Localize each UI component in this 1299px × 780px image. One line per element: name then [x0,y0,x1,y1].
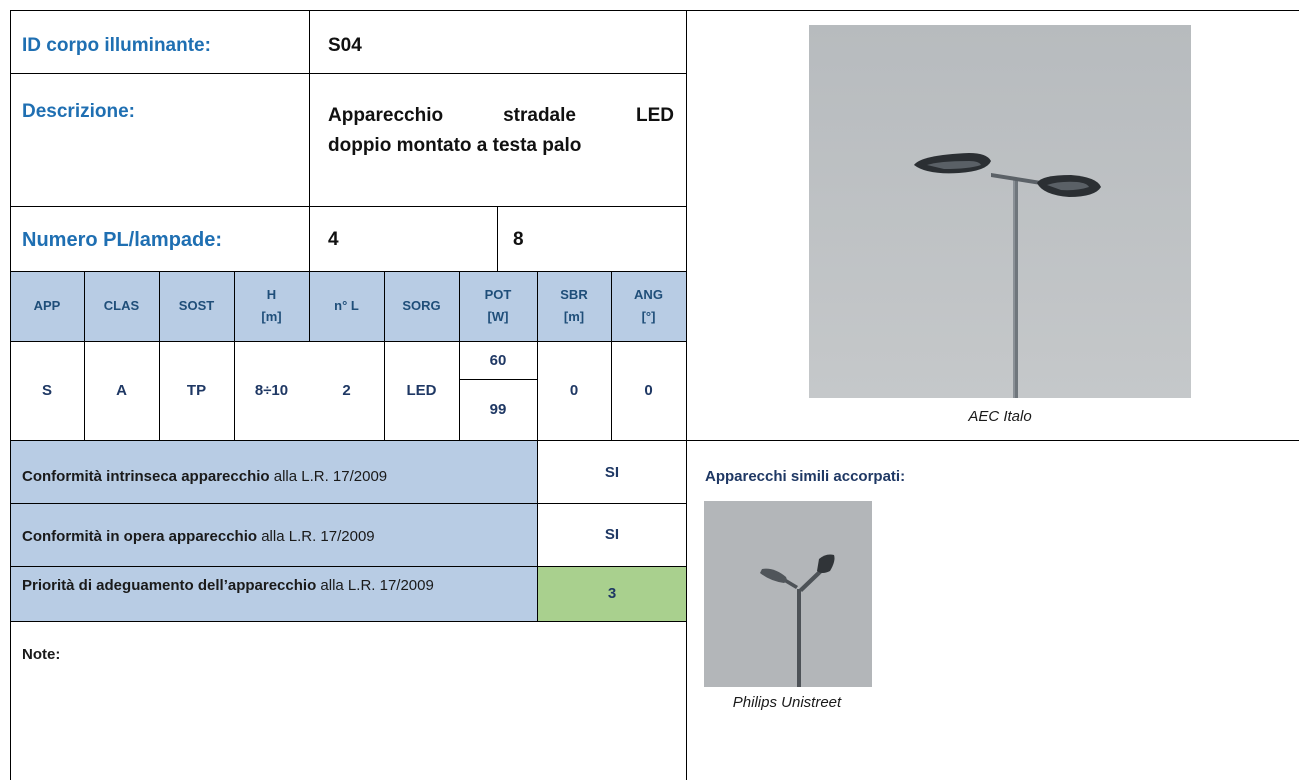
grid-line [10,341,686,342]
value-sost: TP [186,382,207,399]
value-ang: 0 [644,382,653,399]
value-clas: A [116,382,127,399]
header-sbr: SBR[m] [560,287,588,324]
numero-label: Numero PL/lampade: [22,229,223,251]
header-sost: SOST [178,298,215,313]
grid-line [459,271,460,441]
priorita-adeguamento-value: 3 [607,585,617,602]
description-label: Descrizione: [22,101,135,122]
grid-line [159,271,160,441]
main-lamp-photo-svg [809,25,1191,398]
numero-pl-value: 4 [328,229,339,250]
conformity-label-background [10,441,537,621]
grid-line [10,503,686,504]
description-line-2: doppio montato a testa palo [328,135,582,156]
value-pot-2: 99 [489,401,507,418]
description-line-1: Apparecchio stradale LED [328,105,674,126]
grid-line [10,271,686,272]
header-row-background [10,271,686,341]
grid-line [10,10,11,780]
grid-line [686,10,687,780]
header-app: APP [33,298,61,313]
id-label: ID corpo illuminante: [22,35,211,56]
similar-lamp-photo [704,501,872,687]
header-ang: ANG[°] [634,287,663,324]
numero-lampade-value: 8 [513,229,524,250]
grid-line [611,271,612,441]
grid-line [234,271,235,441]
grid-line [84,271,85,441]
conformita-opera-value: SI [604,526,620,543]
value-nl: 2 [342,382,351,399]
value-sbr: 0 [569,382,579,399]
header-clas: CLAS [103,298,140,313]
header-pot: POT[W] [484,287,512,324]
header-sorg: SORG [402,298,441,313]
similar-lamp-photo-svg [704,501,872,687]
description-value: Apparecchio stradale LED doppio montato … [328,101,674,161]
grid-line [384,271,385,441]
id-value: S04 [328,35,362,56]
grid-line [497,206,498,271]
value-h: 8÷10 [254,382,289,399]
grid-line [10,440,1299,441]
main-photo-caption: AEC Italo [968,408,1032,425]
header-nl: n° L [334,298,359,313]
value-sorg: LED [406,382,437,399]
grid-line [10,566,686,567]
priorita-adeguamento-label: Priorità di adeguamento dell’apparecchio… [22,577,434,594]
header-h: H[m] [261,287,282,324]
similar-photo-caption: Philips Unistreet [732,694,842,711]
grid-line [537,271,538,621]
conformita-intrinseca-label: Conformità intrinseca apparecchio alla L… [22,468,388,485]
grid-line [10,206,686,207]
value-pot-1: 60 [489,351,507,369]
main-lamp-photo [809,25,1191,398]
value-app: S [41,382,52,399]
similar-fixtures-label: Apparecchi simili accorpati: [705,468,906,485]
grid-line [10,621,686,622]
conformita-intrinseca-value: SI [604,463,620,481]
grid-line [309,10,310,341]
grid-line [459,379,537,380]
note-label: Note: [22,646,61,663]
grid-line [10,73,686,74]
conformita-opera-label: Conformità in opera apparecchio alla L.R… [22,528,375,545]
grid-line [10,10,1299,11]
priority-value-background [538,566,686,621]
